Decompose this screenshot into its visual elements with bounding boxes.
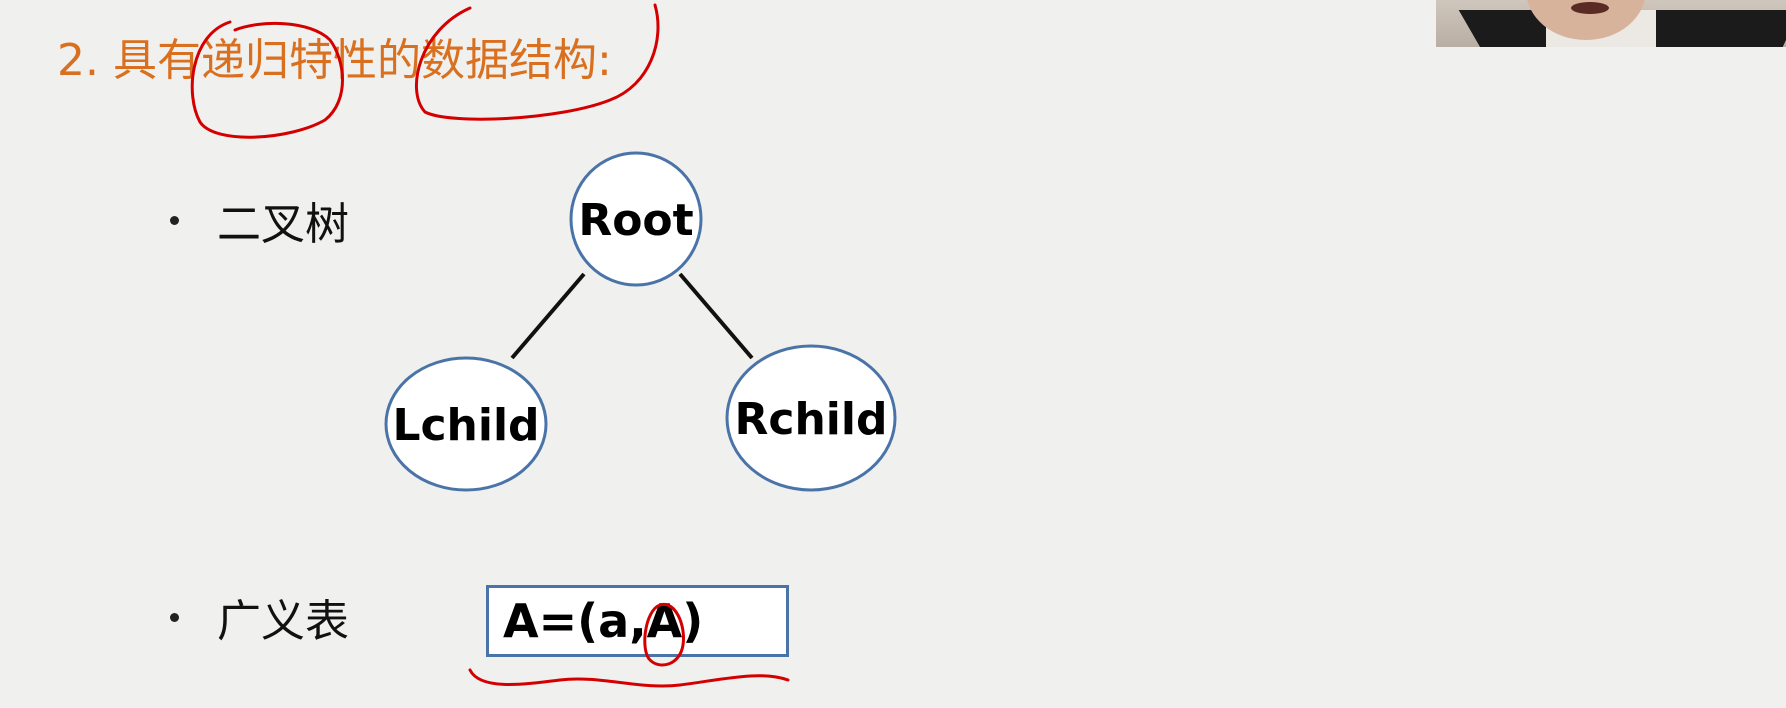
bullet-dot — [170, 215, 179, 225]
edge-root-left — [510, 272, 586, 360]
edge-root-right — [678, 272, 754, 360]
bullet-dot — [170, 612, 179, 622]
node-rchild — [725, 344, 897, 492]
bullet-text: 二叉树 — [217, 199, 349, 250]
node-root-label: Root — [578, 195, 693, 246]
node-lchild-label: Lchild — [392, 400, 539, 451]
bullet-general-list: 广义表 — [170, 585, 349, 649]
node-lchild — [384, 356, 548, 492]
ink-underline-list — [468, 668, 790, 688]
presenter-webcam-overlay — [1436, 0, 1786, 47]
general-list-expression: A=(a,A) — [503, 594, 704, 648]
bullet-binary-tree: 二叉树 — [170, 188, 349, 252]
general-list-box: A=(a,A) — [486, 585, 789, 657]
bullet-text: 广义表 — [217, 596, 349, 647]
slide-title: 2. 具有递归特性的数据结构: — [57, 35, 612, 86]
node-rchild-label: Rchild — [735, 394, 888, 445]
node-root — [569, 151, 703, 287]
webcam-mouth — [1571, 2, 1609, 14]
